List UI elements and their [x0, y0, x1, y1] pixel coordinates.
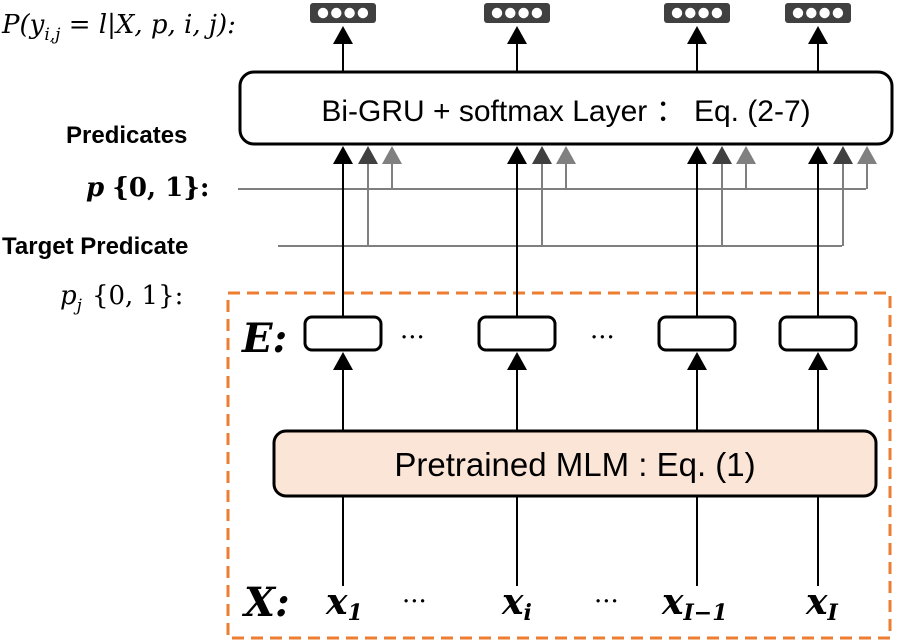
- bigru-softmax-box: [238, 70, 894, 146]
- output-probability-dot: [344, 7, 355, 19]
- embedding-to-bigru-arrow: [333, 146, 353, 164]
- input-label: X:: [241, 579, 290, 626]
- embedding-vector-box: [303, 315, 383, 352]
- embedding-ellipsis: ···: [590, 323, 615, 353]
- output-probability-vector: [484, 3, 550, 23]
- input-token: x1: [325, 581, 363, 626]
- embedding-vector-box: [778, 315, 858, 352]
- output-probability-vector: [664, 3, 730, 23]
- bigru-to-output-arrow: [808, 26, 828, 44]
- predicates-symbol: p{0, 1}:: [86, 173, 210, 203]
- target-predicate-arrow: [833, 146, 853, 164]
- embedding-label: E:: [241, 315, 287, 362]
- embedding-to-bigru-arrow: [808, 146, 828, 164]
- output-probability-dot: [531, 7, 543, 19]
- output-probability-vector: [785, 3, 851, 23]
- output-probability-dot: [806, 7, 817, 19]
- predicates-arrow: [857, 146, 877, 164]
- bigru-to-output-arrow: [333, 26, 353, 44]
- output-probability-dot: [698, 7, 709, 19]
- embedding-ellipsis: ···: [400, 323, 425, 353]
- output-probability-dot: [357, 7, 369, 19]
- target-predicate-arrow: [712, 146, 732, 164]
- output-probability-dot: [711, 7, 723, 19]
- embedding-to-bigru-arrow: [507, 146, 527, 164]
- predicates-arrow: [736, 146, 756, 164]
- embedding-to-bigru-arrow: [687, 146, 707, 164]
- input-ellipsis: ···: [402, 587, 427, 617]
- predicates-arrow: [556, 146, 576, 164]
- mlm-to-embedding-arrow: [808, 352, 828, 370]
- target-predicate-arrow: [358, 146, 378, 164]
- mlm-to-embedding-arrow: [333, 352, 353, 370]
- input-token: xI−1: [661, 581, 728, 626]
- output-probability-dot: [819, 7, 830, 19]
- mlm-to-embedding-arrow: [687, 352, 707, 370]
- output-probability-dot: [518, 7, 529, 19]
- embedding-vector-box: [477, 315, 557, 352]
- mlm-to-embedding-arrow: [507, 352, 527, 370]
- output-probability-label: P(yi,j = l|X, p, i, j):: [1, 10, 236, 45]
- output-probability-dot: [671, 7, 683, 19]
- output-probability-dot: [317, 7, 329, 19]
- bigru-to-output-arrow: [687, 26, 707, 44]
- bigru-to-output-arrow: [507, 26, 527, 44]
- pretrained-mlm-label: Pretrained MLM : Eq. (1): [394, 446, 755, 483]
- output-probability-dot: [685, 7, 696, 19]
- output-probability-dot: [491, 7, 503, 19]
- input-token: xI: [805, 581, 838, 626]
- target-predicate-symbol: pj{0, 1}:: [60, 281, 183, 316]
- input-token: xi: [501, 581, 532, 626]
- predicates-arrow: [382, 146, 402, 164]
- bigru-softmax-label: Bi-GRU + softmax Layer ： Eq. (2-7): [321, 95, 810, 128]
- mlm-region-dashed-box: [226, 291, 892, 640]
- output-probability-vector: [310, 3, 376, 23]
- output-probability-dot: [792, 7, 804, 19]
- pretrained-mlm-box: [272, 429, 878, 498]
- input-ellipsis: ···: [594, 587, 619, 617]
- embedding-vector-box: [657, 315, 737, 352]
- target-predicate-title: Target Predicate: [2, 233, 188, 260]
- output-probability-dot: [331, 7, 342, 19]
- output-probability-dot: [832, 7, 844, 19]
- predicates-title: Predicates: [66, 122, 187, 149]
- target-predicate-arrow: [532, 146, 552, 164]
- output-probability-dot: [505, 7, 516, 19]
